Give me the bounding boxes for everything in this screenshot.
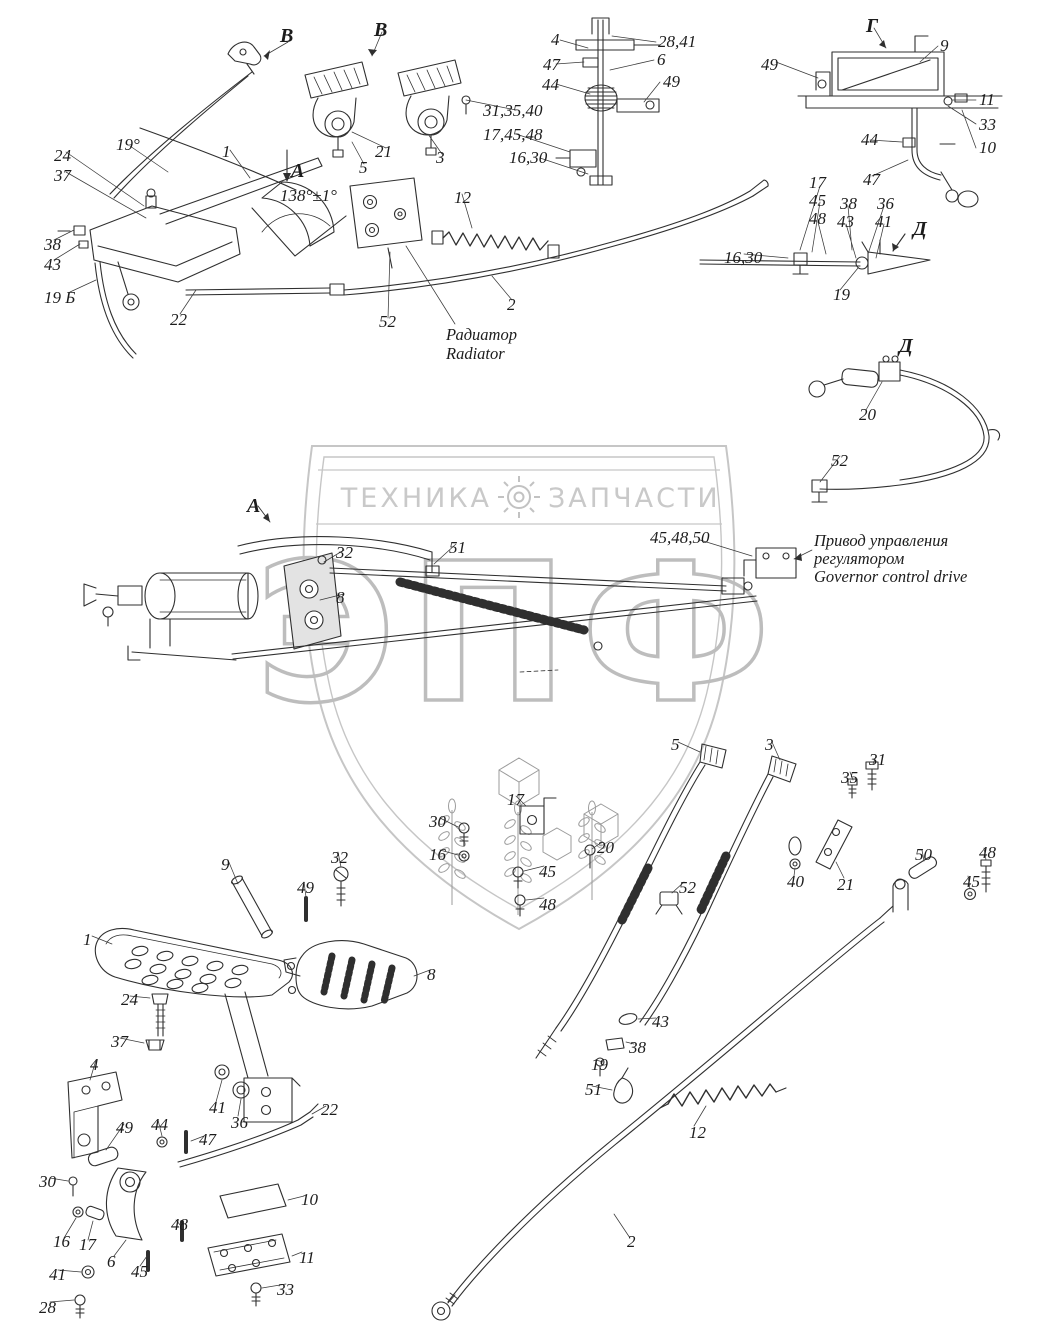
return-spring-top	[431, 230, 560, 259]
watermark-shield: ТЕХНИКА ЗАПЧАСТИ ЭПФ	[253, 445, 773, 931]
watermark-left-text: ТЕХНИКА	[340, 483, 492, 514]
small-parts-center	[458, 797, 596, 917]
fasteners-right	[788, 761, 879, 870]
leader-lines	[49, 27, 987, 1303]
mount-brackets-view-b	[304, 59, 471, 158]
accelerator-pedal-assembly	[94, 927, 319, 1168]
hand-throttle-view-d	[808, 355, 1001, 503]
pedal-assembly-view-a	[83, 536, 797, 673]
flexible-cables	[535, 743, 797, 1104]
cable-support-assembly	[555, 17, 661, 186]
pedal-small-parts	[67, 866, 349, 1319]
return-spring-12	[659, 1083, 787, 1109]
watermark-right-text: ЗАПЧАСТИ	[548, 483, 721, 514]
bracket-plate-52	[349, 177, 423, 269]
footrest-pedal	[283, 940, 418, 1010]
cable-end-right	[699, 233, 931, 275]
view-arrows	[263, 40, 899, 561]
control-rod-2	[431, 856, 992, 1321]
long-rod-2-top	[343, 179, 769, 296]
gear-icon	[498, 476, 540, 518]
pedal-lever-assembly	[57, 41, 347, 523]
bracket-assembly-view-g	[797, 35, 1003, 208]
